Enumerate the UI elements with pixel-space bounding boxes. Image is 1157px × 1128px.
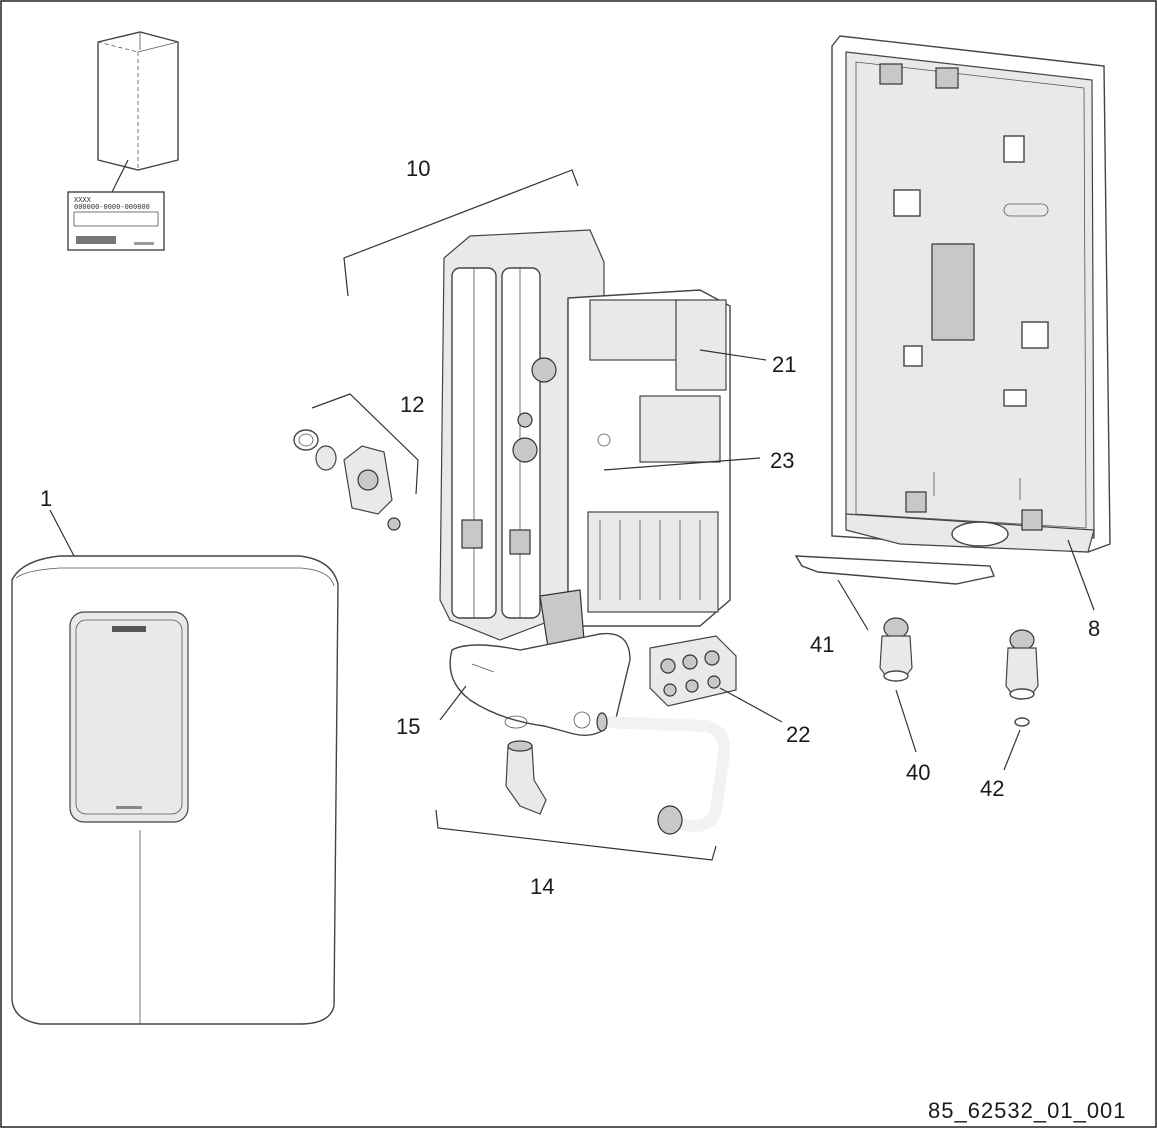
label-22: 22 bbox=[786, 722, 810, 747]
front-cover bbox=[11, 555, 339, 1025]
bracket-14 bbox=[435, 809, 717, 861]
heating-unit-assembly bbox=[439, 229, 731, 661]
bracket-10 bbox=[343, 169, 579, 297]
packaging-box bbox=[97, 31, 179, 193]
label-42: 42 bbox=[980, 776, 1004, 801]
rating-plate: XXXX 000000-0000-000000 bbox=[67, 191, 165, 251]
gasket bbox=[449, 632, 631, 736]
label-1: 1 bbox=[40, 486, 52, 511]
rating-plate-line1: XXXX bbox=[74, 196, 92, 204]
label-40: 40 bbox=[906, 760, 930, 785]
label-14: 14 bbox=[530, 874, 554, 899]
water-pipes bbox=[505, 712, 731, 835]
terminal-block bbox=[649, 635, 737, 707]
leader-lines bbox=[49, 349, 1095, 771]
seal-ring bbox=[1014, 717, 1030, 727]
rating-plate-line2: 000000-0000-000000 bbox=[74, 203, 150, 211]
label-23: 23 bbox=[770, 448, 794, 473]
back-wall bbox=[831, 35, 1111, 553]
label-41: 41 bbox=[810, 632, 834, 657]
label-21: 21 bbox=[772, 352, 796, 377]
connection-fitting-42 bbox=[1005, 629, 1039, 700]
bracket-12 bbox=[311, 393, 419, 495]
label-10: 10 bbox=[406, 156, 430, 181]
document-number: 85_62532_01_001 bbox=[928, 1098, 1127, 1123]
connection-fitting-40 bbox=[879, 617, 913, 682]
label-12: 12 bbox=[400, 392, 424, 417]
flow-sensor bbox=[293, 429, 401, 531]
spacer-plate bbox=[794, 555, 995, 585]
label-8: 8 bbox=[1088, 616, 1100, 641]
label-15: 15 bbox=[396, 714, 420, 739]
